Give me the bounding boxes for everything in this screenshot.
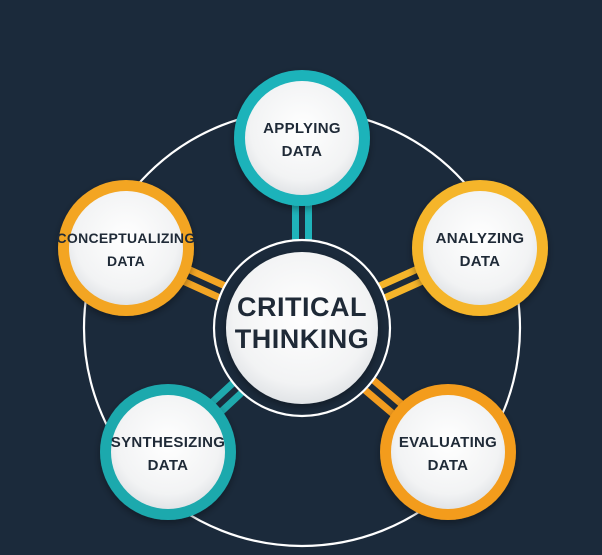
node-evaluating: EVALUATING DATA (380, 384, 516, 520)
center-node: CRITICAL THINKING (212, 238, 392, 418)
node-circle-synthesizing (111, 395, 225, 509)
node-conceptualizing: CONCEPTUALIZING DATA (56, 180, 195, 316)
node-label-line1-applying: APPLYING (263, 120, 341, 137)
node-label-line2-applying: DATA (282, 143, 323, 160)
center-title-line2: THINKING (235, 324, 370, 354)
outer-nodes: APPLYINGDATAANALYZINGDATAEVALUATINGDATAS… (56, 70, 548, 520)
node-circle-applying (245, 81, 359, 195)
node-label-line2-analyzing: DATA (460, 253, 501, 270)
node-label-line2-conceptualizing: DATA (107, 253, 145, 269)
node-label-line2-synthesizing: DATA (148, 457, 189, 474)
node-label-line1-synthesizing: SYNTHESIZING (111, 434, 225, 451)
node-synthesizing: SYNTHESIZING DATA (100, 384, 236, 520)
center-title-line1: CRITICAL (237, 292, 367, 322)
node-circle-conceptualizing (69, 191, 183, 305)
node-applying: APPLYING DATA (234, 70, 370, 206)
node-label-line1-analyzing: ANALYZING (436, 230, 525, 247)
node-circle-evaluating (391, 395, 505, 509)
node-circle-analyzing (423, 191, 537, 305)
node-label-line2-evaluating: DATA (428, 457, 469, 474)
center-circle (226, 252, 378, 404)
node-analyzing: ANALYZING DATA (412, 180, 548, 316)
node-label-line1-evaluating: EVALUATING (399, 434, 497, 451)
node-label-line1-conceptualizing: CONCEPTUALIZING (56, 230, 195, 246)
